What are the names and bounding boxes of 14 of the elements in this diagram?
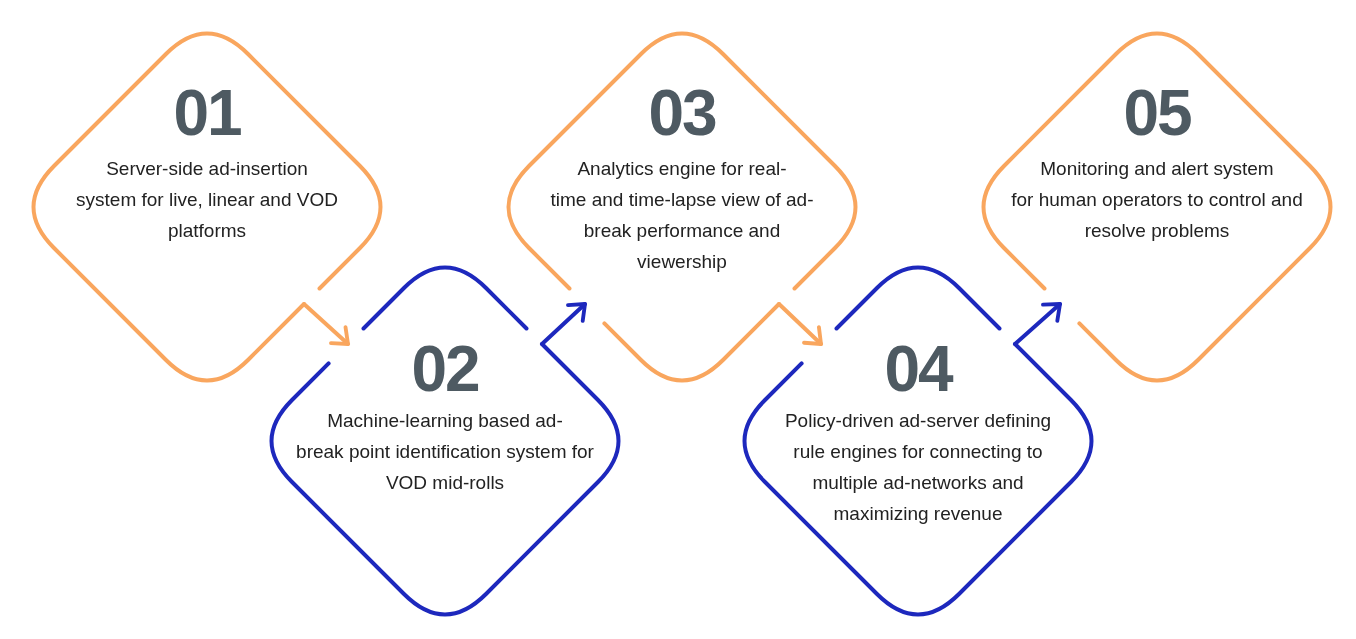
step-description: Monitoring and alert system for human operators to control and resolve problems (1011, 158, 1303, 241)
step-description: Analytics engine for real-time and time-lapse view of ad-break performance and viewership (550, 158, 814, 272)
step-number: 02 (411, 337, 479, 401)
arrow (540, 302, 587, 346)
arrow (777, 302, 823, 346)
arrow (302, 302, 350, 346)
step-number: 04 (884, 337, 952, 401)
step-number: 01 (173, 81, 241, 145)
step-number: 05 (1123, 81, 1191, 145)
arrow (1013, 302, 1062, 346)
step-description: Server-side ad-insertion system for live, linear and VOD platforms (76, 158, 338, 241)
step-description: Policy-driven ad-server defining rule engines for connecting to multiple ad-networks and maximizing revenue (784, 410, 1052, 524)
step-description: Machine-learning based ad-break point identification system for VOD mid-rolls (296, 410, 594, 493)
step-number: 03 (648, 81, 716, 145)
